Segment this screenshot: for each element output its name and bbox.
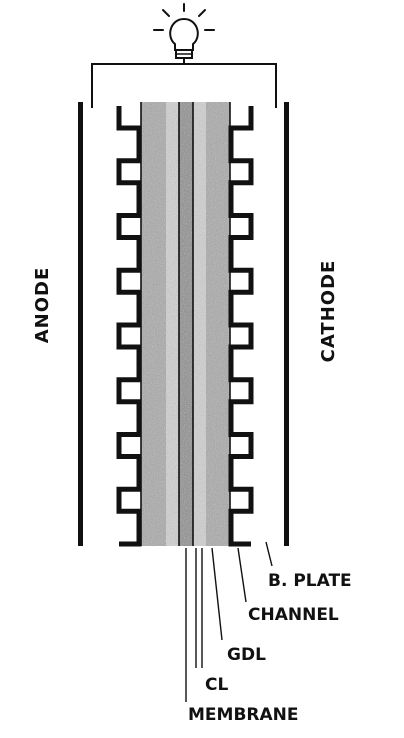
- anode-bipolar-plate: [78, 102, 83, 546]
- cathode-catalyst-layer: [193, 102, 206, 546]
- b-plate-label: B. PLATE: [268, 571, 352, 591]
- membrane-label: MEMBRANE: [188, 705, 299, 725]
- gdl-label: GDL: [227, 645, 266, 665]
- light-rays: [153, 3, 215, 31]
- cathode-flow-channel: [228, 106, 254, 547]
- anode-catalyst-layer: [166, 102, 179, 546]
- anode-label: ANODE: [32, 267, 53, 344]
- cathode-gdl: [206, 102, 230, 546]
- cl-label: CL: [205, 675, 228, 695]
- membrane: [179, 102, 193, 546]
- circuit-wire: [91, 63, 277, 108]
- channel-leader: [237, 547, 247, 603]
- layer-stack: [140, 102, 231, 546]
- b-plate-leader: [265, 541, 273, 567]
- cathode-label: CATHODE: [318, 260, 339, 363]
- channel-label: CHANNEL: [248, 605, 339, 625]
- light-bulb-icon: [153, 3, 215, 59]
- cathode-bipolar-plate: [284, 102, 289, 546]
- gdl-leader: [211, 547, 223, 641]
- external-circuit: [91, 3, 277, 108]
- anode-flow-channel: [116, 106, 142, 547]
- leader-lines: [185, 541, 273, 702]
